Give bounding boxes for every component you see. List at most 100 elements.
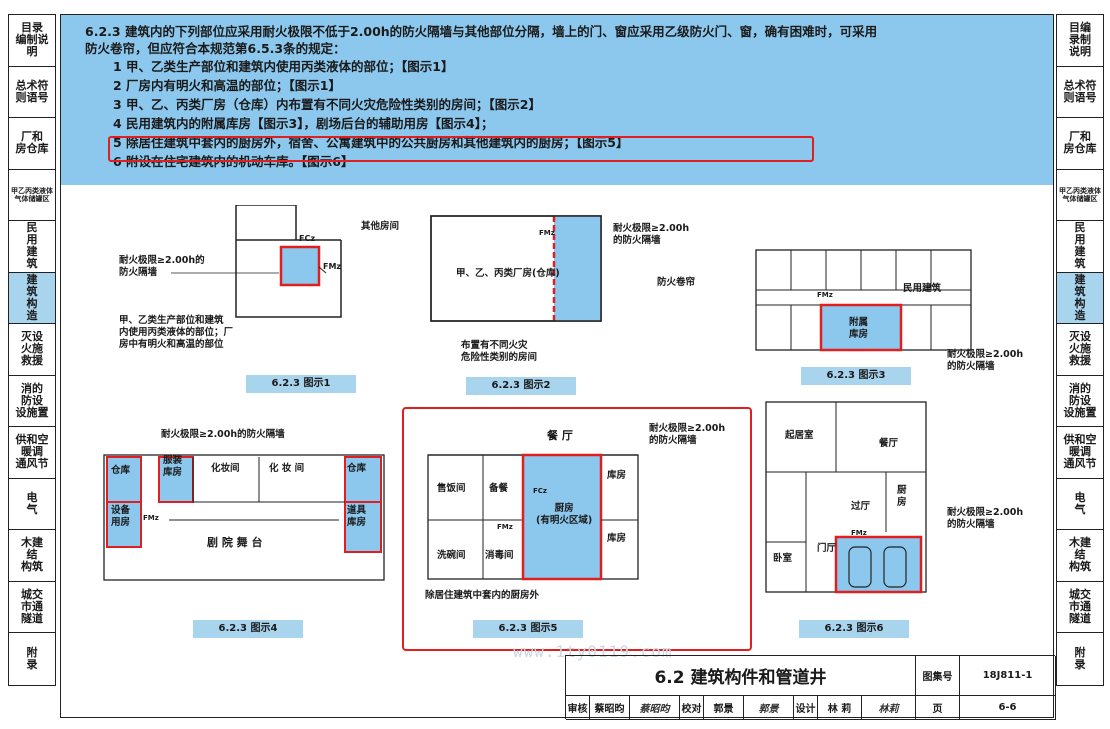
fig6-fm-label: FMz (851, 529, 867, 537)
fig5-storage-bottom-label: 库房 (607, 533, 627, 544)
fig1-fc-label: FCz (299, 234, 315, 243)
atlas-number: 18J811-1 (960, 656, 1056, 696)
clause-item-2: 2 厂房内有明火和高温的部位；【图示1】 (113, 78, 341, 93)
left-tab-label: 电 气 (26, 490, 38, 516)
left-tab-label: 甲乙丙类液体气体储罐区 (11, 186, 53, 203)
left-tab-0[interactable]: 目录 编制说明 (9, 15, 55, 67)
right-tab-7[interactable]: 消的 防设 设施置 (1057, 376, 1103, 427)
fig3-fire-wall-label: 耐火极限≥2.00h 的防火隔墙 (947, 349, 1024, 372)
figure-6 (761, 397, 931, 597)
clause-item-1: 1 甲、乙类生产部位和建筑内使用丙类液体的部位；【图示1】 (113, 59, 454, 74)
fig6-dining-label: 餐厅 (879, 438, 899, 449)
left-tab-1[interactable]: 总术符 则语号 (9, 67, 55, 118)
fig6-hall-label: 过厅 (851, 501, 871, 512)
fig3-civil-label: 民用建筑 (903, 283, 942, 294)
right-tab-label: 甲乙丙类液体气体储罐区 (1059, 186, 1101, 203)
clause-item-4: 4 民用建筑内的附属库房【图示3】，剧场后台的辅助用房【图示4】； (113, 116, 494, 131)
fig4-warehouse-right-label: 仓库 (347, 463, 367, 474)
fig4-makeup2-label: 化 妆 间 (269, 463, 305, 474)
right-tab-label: 目编 录制 说明 (1069, 21, 1091, 59)
fig1-caption: 6.2.3 图示1 (246, 375, 356, 393)
checker-signature: 郭景 (744, 696, 794, 720)
figure-4 (99, 435, 389, 585)
fig4-fire-wall-label: 耐火极限≥2.00h的防火隔墙 (161, 429, 285, 440)
left-tab-11[interactable]: 城交 市通 隧道 (9, 582, 55, 633)
right-tab-11[interactable]: 城交 市通 隧道 (1057, 582, 1103, 633)
fig6-living-label: 起居室 (785, 430, 814, 441)
fig5-fc-label: FCz (533, 487, 547, 495)
left-tab-label: 供和空 暖调 通风节 (15, 433, 49, 471)
fig4-warehouse-label: 仓库 (111, 465, 131, 476)
fig6-fire-wall-label: 耐火极限≥2.00h 的防火隔墙 (947, 507, 1024, 530)
clause-item-5: 5 除居住建筑中套内的厨房外，宿舍、公寓建筑中的公共厨房和其他建筑内的厨房；【图… (113, 135, 629, 150)
right-tab-2[interactable]: 厂和 房仓库 (1057, 118, 1103, 170)
fig2-caption: 6.2.3 图示2 (466, 377, 576, 395)
fig5-wash-label: 洗碗间 (437, 550, 466, 561)
right-tab-12[interactable]: 附 录 (1057, 633, 1103, 685)
fig5-kitchen-label: 厨房 (有明火区域) (536, 503, 593, 526)
right-tab-3[interactable]: 甲乙丙类液体气体储罐区 (1057, 170, 1103, 221)
fig4-props-label: 道具 库房 (347, 505, 367, 528)
fig6-door-hall-label: 门厅 (817, 543, 837, 554)
drawing-title: 6.2 建筑构件和管道井 (566, 656, 916, 696)
left-tab-label: 消的 防设 设施置 (15, 381, 49, 419)
left-tab-4[interactable]: 民 用 建 筑 (9, 221, 55, 273)
fig4-equip-label: 设备 用房 (111, 505, 131, 528)
right-tab-label: 城交 市通 隧道 (1069, 587, 1091, 625)
right-tab-5[interactable]: 建 筑 构 造 (1057, 272, 1103, 324)
left-tab-8[interactable]: 供和空 暖调 通风节 (9, 427, 55, 479)
left-tab-6[interactable]: 灭设 火施 救援 (9, 324, 55, 376)
main-frame: 6.2.3 建筑内的下列部位应采用耐火极限不低于2.00h的防火隔墙与其他部位分… (60, 14, 1056, 720)
fig2-shutter-label: 防火卷帘 (657, 277, 696, 288)
right-tab-9[interactable]: 电 气 (1057, 479, 1103, 530)
left-tab-9[interactable]: 电 气 (9, 479, 55, 530)
right-tab-4[interactable]: 民 用 建 筑 (1057, 221, 1103, 273)
left-tab-label: 总术符 则语号 (15, 78, 49, 104)
fig4-stage-label: 剧 院 舞 台 (207, 536, 263, 549)
right-tab-label: 附 录 (1074, 645, 1086, 671)
fig6-caption: 6.2.3 图示6 (799, 620, 909, 638)
left-tab-7[interactable]: 消的 防设 设施置 (9, 376, 55, 427)
fig5-fm-label: FMz (497, 523, 513, 531)
right-tab-label: 总术符 则语号 (1063, 78, 1097, 104)
right-tab-label: 民 用 建 筑 (1074, 221, 1086, 271)
fig1-fm-label: FMz (323, 262, 342, 271)
left-tab-label: 建 筑 构 造 (26, 272, 38, 322)
left-tab-5[interactable]: 建 筑 构 造 (9, 272, 55, 324)
right-tab-6[interactable]: 灭设 火施 救援 (1057, 324, 1103, 376)
right-tab-10[interactable]: 木建 结 构筑 (1057, 530, 1103, 582)
left-tab-2[interactable]: 厂和 房仓库 (9, 118, 55, 170)
fig2-fire-wall-label: 耐火极限≥2.00h 的防火隔墙 (613, 223, 690, 246)
left-tab-label: 城交 市通 隧道 (21, 587, 43, 625)
right-tab-1[interactable]: 总术符 则语号 (1057, 67, 1103, 118)
fig5-disinfect-label: 消毒间 (485, 550, 514, 561)
title-block: 6.2 建筑构件和管道井 图集号 18J811-1 审核 蔡昭昀 蔡昭昀 校对 … (565, 655, 1056, 720)
figure-2-drawing (430, 215, 602, 322)
right-tab-0[interactable]: 目编 录制 说明 (1057, 15, 1103, 67)
page-label: 页 (916, 696, 960, 720)
clause-line-2: 防火卷帘，但应符合本规范第6.5.3条的规定： (85, 41, 346, 56)
fig5-caption: 6.2.3 图示5 (473, 620, 583, 638)
left-tab-3[interactable]: 甲乙丙类液体气体储罐区 (9, 170, 55, 221)
figure-3-drawing (755, 249, 972, 352)
right-tab-label: 消的 防设 设施置 (1063, 381, 1097, 419)
fig5-dining-label: 餐 厅 (547, 429, 573, 442)
fig4-caption: 6.2.3 图示4 (193, 620, 303, 638)
fig3-caption: 6.2.3 图示3 (801, 367, 911, 385)
fig1-desc-label: 甲、乙类生产部位和建筑 内使用丙类液体的部位；厂 房中有明火和高温的部位 (119, 315, 234, 350)
left-tab-12[interactable]: 附 录 (9, 633, 55, 685)
fig4-makeup-label: 化妆间 (211, 463, 240, 474)
fig3-storage-label: 附属 库房 (849, 317, 869, 340)
left-tab-10[interactable]: 木建 结 构筑 (9, 530, 55, 582)
highlight-box-item-5 (108, 136, 814, 162)
check-label: 校对 (680, 696, 704, 720)
fig2-factory-label: 甲、乙、丙类厂房(仓库) (456, 268, 560, 279)
fig4-fm-label: FMz (143, 514, 159, 522)
right-tab-label: 木建 结 构筑 (1069, 536, 1091, 574)
reviewer-signature: 蔡昭昀 (630, 696, 680, 720)
left-tab-label: 目录 编制说明 (15, 21, 49, 59)
left-tab-label: 附 录 (26, 645, 38, 671)
right-tab-8[interactable]: 供和空 暖调 通风节 (1057, 427, 1103, 479)
fig6-bedroom-label: 卧室 (773, 553, 793, 564)
figure-1 (111, 205, 361, 325)
